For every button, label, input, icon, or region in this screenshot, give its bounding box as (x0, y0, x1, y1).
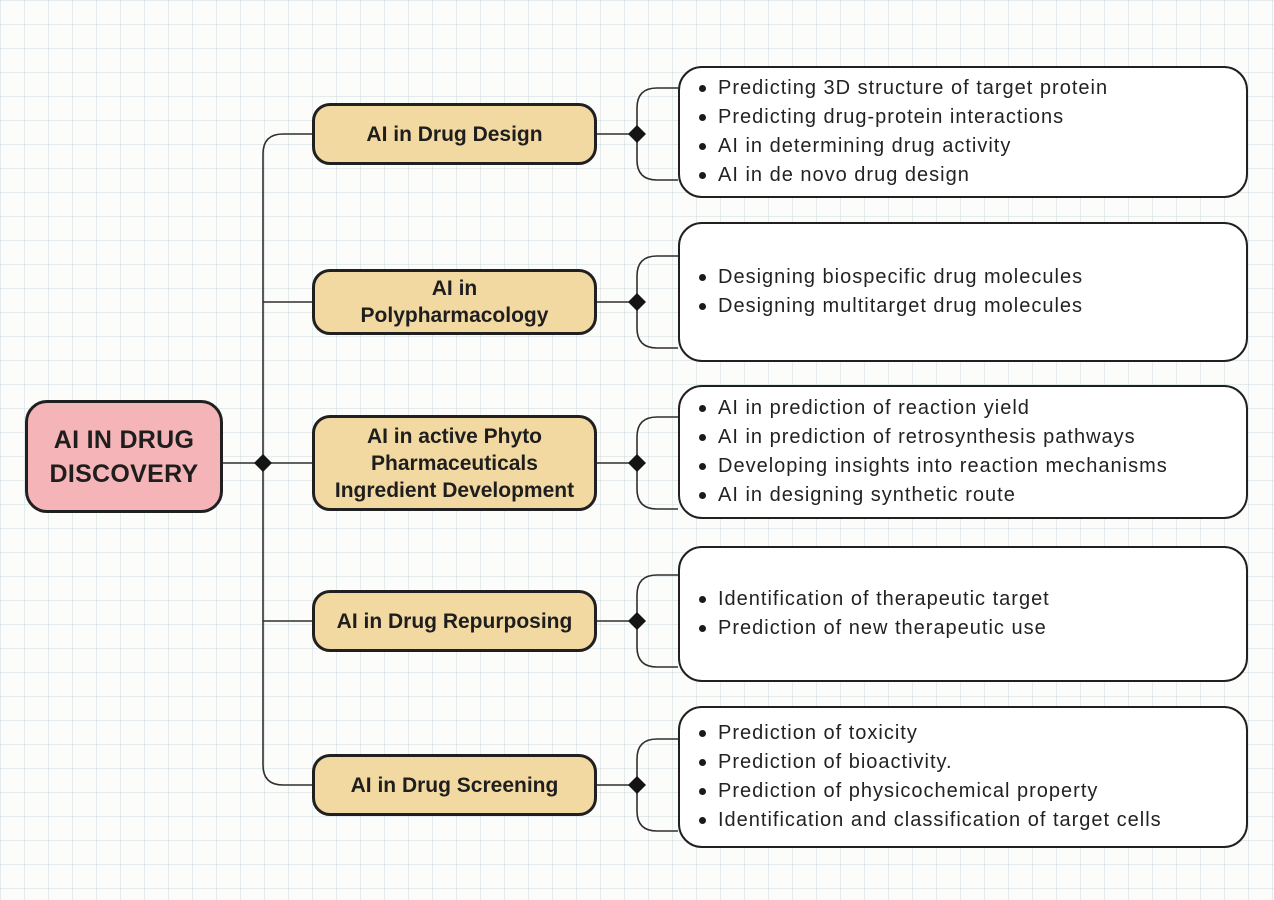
bullet-item: Prediction of new therapeutic use (692, 614, 1234, 643)
bullet-item: AI in determining drug activity (692, 132, 1234, 161)
bullet-list: Predicting 3D structure of target protei… (680, 74, 1246, 190)
bullet-item: Designing multitarget drug molecules (692, 292, 1234, 321)
leaf-box-polypharmacology[interactable]: Designing biospecific drug molecules Des… (678, 222, 1248, 362)
branch-label: AI in Polypharmacology (360, 277, 549, 327)
leaf-box-drug-screening[interactable]: Prediction of toxicity Prediction of bio… (678, 706, 1248, 848)
junction-diamond-3 (628, 454, 646, 472)
root-node[interactable]: AI IN DRUG DISCOVERY (25, 400, 223, 513)
junction-diamond-root (254, 454, 272, 472)
bullet-item: Predicting 3D structure of target protei… (692, 74, 1234, 103)
bullet-item: AI in prediction of reaction yield (692, 394, 1234, 423)
branch-node-drug-repurposing[interactable]: AI in Drug Repurposing (312, 590, 597, 652)
branch-label: AI in Drug Repurposing (336, 609, 573, 633)
bullet-item: AI in prediction of retrosynthesis pathw… (692, 423, 1234, 452)
branch-node-phyto-pharmaceuticals[interactable]: AI in active Phyto Pharmaceuticals Ingre… (312, 415, 597, 511)
leaf-box-drug-repurposing[interactable]: Identification of therapeutic target Pre… (678, 546, 1248, 682)
bullet-item: Prediction of physicochemical property (692, 777, 1234, 806)
junction-diamond-4 (628, 612, 646, 630)
bullet-item: Prediction of toxicity (692, 719, 1234, 748)
bullet-item: Identification of therapeutic target (692, 585, 1234, 614)
branch-label: AI in Drug Screening (350, 773, 559, 797)
bullet-list: Identification of therapeutic target Pre… (680, 585, 1246, 643)
bullet-item: Prediction of bioactivity. (692, 748, 1234, 777)
bullet-list: Designing biospecific drug molecules Des… (680, 263, 1246, 321)
bullet-item: Identification and classification of tar… (692, 806, 1234, 835)
connector-trunk (262, 133, 312, 786)
branch-node-drug-design[interactable]: AI in Drug Design (312, 103, 597, 165)
branch-node-polypharmacology[interactable]: AI in Polypharmacology (312, 269, 597, 335)
junction-diamond-5 (628, 776, 646, 794)
bullet-item: AI in de novo drug design (692, 161, 1234, 190)
branch-label: AI in Drug Design (366, 122, 543, 146)
bullet-item: Designing biospecific drug molecules (692, 263, 1234, 292)
junction-diamond-2 (628, 293, 646, 311)
junction-diamond-1 (628, 125, 646, 143)
leaf-box-drug-design[interactable]: Predicting 3D structure of target protei… (678, 66, 1248, 198)
bullet-list: AI in prediction of reaction yield AI in… (680, 394, 1246, 510)
branch-node-drug-screening[interactable]: AI in Drug Screening (312, 754, 597, 816)
bullet-item: Predicting drug-protein interactions (692, 103, 1234, 132)
leaf-box-phyto-pharmaceuticals[interactable]: AI in prediction of reaction yield AI in… (678, 385, 1248, 519)
bullet-list: Prediction of toxicity Prediction of bio… (680, 719, 1246, 835)
bullet-item: AI in designing synthetic route (692, 481, 1234, 510)
bullet-item: Developing insights into reaction mechan… (692, 452, 1234, 481)
root-label: AI IN DRUG DISCOVERY (49, 425, 199, 488)
branch-label: AI in active Phyto Pharmaceuticals Ingre… (334, 424, 575, 502)
